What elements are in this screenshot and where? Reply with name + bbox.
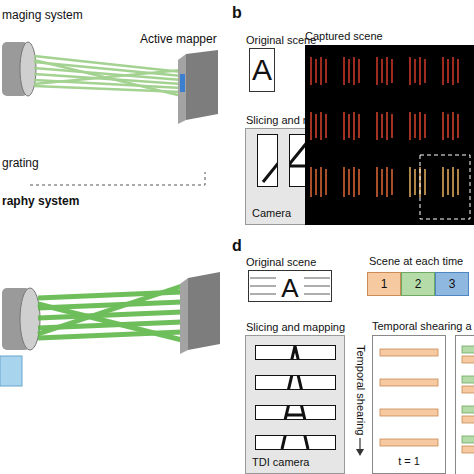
shearing-frame-box: t = 1 — [372, 335, 446, 474]
captured-scene-panel: Captured scene — [305, 45, 474, 225]
tdi-camera-box: Slicing and mappingTDI camera — [245, 335, 345, 474]
time-step: t = 1 — [373, 456, 445, 467]
time-index: 3 — [436, 278, 468, 290]
next-shear-frame — [456, 336, 474, 474]
lens-a — [2, 42, 36, 96]
panel-heading: Original scene — [246, 256, 316, 269]
active-mapper-a — [178, 50, 218, 124]
active-mapper-c — [180, 272, 220, 354]
part-label: grating — [2, 156, 39, 170]
system-bracket — [30, 172, 205, 185]
panel-letter: d — [232, 236, 242, 255]
panel-heading: Scene at each time — [369, 255, 463, 268]
camera-label: TDI camera — [252, 456, 309, 469]
system-label: raphy system — [2, 194, 79, 208]
time-index: 1 — [368, 278, 400, 290]
part-label: Active mapper — [140, 32, 217, 46]
original-scene-box: Original sceneA — [249, 48, 275, 92]
panel-heading: Temporal shearing a — [372, 320, 472, 333]
scene-letter: A — [249, 275, 331, 301]
box-illustration — [305, 45, 474, 225]
shearing-arrow — [356, 438, 364, 456]
axis-label: Temporal shearing — [354, 345, 367, 436]
time-index: 2 — [402, 278, 434, 290]
system-label: maging system — [2, 8, 83, 22]
time-frame-box: 3 — [435, 272, 469, 296]
grating-element — [0, 356, 22, 386]
time-frame-box: 2 — [401, 272, 435, 296]
beams-a — [34, 56, 182, 96]
beams-c — [38, 286, 182, 340]
original-scene-box: Original sceneA — [248, 270, 332, 302]
scene-letter: A — [250, 55, 274, 85]
time-frame-box: 1 — [367, 272, 401, 296]
box-illustration — [372, 335, 446, 474]
panel-letter: b — [232, 3, 242, 22]
panel-heading: Slicing and mapping — [246, 321, 345, 334]
panel-heading: Captured scene — [305, 30, 383, 43]
box-illustration — [245, 335, 345, 474]
camera-label: Camera — [252, 207, 291, 220]
lens-c — [2, 288, 40, 350]
